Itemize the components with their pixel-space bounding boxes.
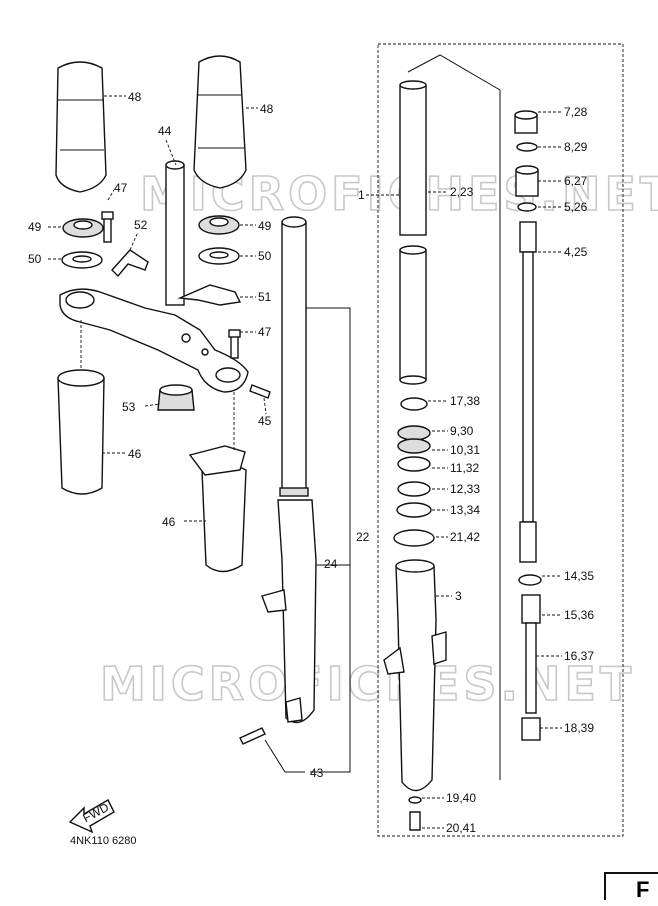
- leader-43: [264, 739, 305, 773]
- spring-4: [519, 221, 537, 563]
- label-22: 22: [356, 530, 370, 544]
- slide-tube: [399, 80, 427, 385]
- damper-rod-15: [521, 594, 541, 714]
- bolt-47-lower: [228, 329, 241, 359]
- bracket-22: [306, 307, 351, 773]
- label-8-29: 8,29: [564, 140, 588, 154]
- washer-5: [517, 202, 537, 212]
- label-24: 24: [324, 557, 338, 571]
- inner-tube: [279, 216, 309, 497]
- label-47-top: 47: [114, 181, 128, 195]
- under-bracket: [59, 288, 249, 393]
- label-7-28: 7,28: [564, 105, 588, 119]
- bolt-47-top: [101, 211, 114, 243]
- oil-lock-piece-18: [521, 717, 541, 741]
- outer-tube-3: [383, 559, 447, 792]
- fork-cover-48-left: [55, 61, 107, 193]
- bushing-49-right: [198, 215, 240, 235]
- label-45: 45: [258, 414, 272, 428]
- ring-12: [397, 481, 431, 497]
- label-44: 44: [158, 124, 172, 138]
- cap-7: [514, 110, 538, 134]
- bushing-49-left: [62, 218, 104, 238]
- clamp-52: [111, 249, 149, 278]
- label-49-left: 49: [28, 220, 42, 234]
- label-15-36: 15,36: [564, 608, 594, 622]
- internals-enclosure: [377, 43, 624, 837]
- washer-19: [408, 796, 422, 804]
- ring-13: [396, 502, 432, 518]
- label-16-37: 16,37: [564, 649, 594, 663]
- label-21-42: 21,42: [450, 530, 480, 544]
- seal-10: [397, 438, 431, 454]
- label-46-left: 46: [128, 447, 142, 461]
- fork-cover-48-right: [193, 55, 247, 189]
- fork-cover-46-right: [188, 445, 247, 573]
- label-43: 43: [310, 766, 324, 780]
- label-2-23: 2,23: [450, 185, 474, 199]
- label-48-left: 48: [128, 90, 142, 104]
- washer-11: [397, 456, 431, 472]
- label-10-31: 10,31: [450, 443, 480, 457]
- ring-17: [400, 397, 428, 411]
- watermark-bottom: MICROFICHES.NET: [100, 657, 635, 711]
- oring-21: [393, 529, 435, 547]
- washer-50-left: [61, 251, 103, 269]
- label-9-30: 9,30: [450, 424, 474, 438]
- label-50-left: 50: [28, 252, 42, 266]
- label-47-lower: 47: [258, 325, 272, 339]
- label-53: 53: [122, 400, 136, 414]
- label-48-right: 48: [260, 102, 274, 116]
- bolt-43: [239, 727, 266, 745]
- label-1: 1: [358, 188, 365, 202]
- label-49-right: 49: [258, 219, 272, 233]
- label-5-26: 5,26: [564, 200, 588, 214]
- label-4-25: 4,25: [564, 245, 588, 259]
- steering-stem-44: [165, 160, 185, 306]
- stem-nut-53: [157, 384, 195, 411]
- fwd-arrow-icon: FWD: [68, 799, 115, 834]
- label-6-27: 6,27: [564, 174, 588, 188]
- label-51: 51: [258, 290, 272, 304]
- label-52: 52: [134, 218, 148, 232]
- label-18-39: 18,39: [564, 721, 594, 735]
- ring-14: [518, 574, 542, 586]
- diagram-ref-code: 4NK110 6280: [70, 835, 137, 847]
- fork-cover-46-left: [57, 369, 105, 495]
- label-17-38: 17,38: [450, 394, 480, 408]
- leader-lines: [48, 95, 562, 829]
- spacer-6: [515, 165, 539, 197]
- label-13-34: 13,34: [450, 503, 480, 517]
- label-50-right: 50: [258, 249, 272, 263]
- label-46-right: 46: [162, 515, 176, 529]
- cable-guide-51: [177, 284, 242, 306]
- oring-8: [516, 142, 538, 152]
- outer-tube-24: [261, 499, 317, 724]
- seal-9: [397, 425, 431, 441]
- label-12-33: 12,33: [450, 482, 480, 496]
- label-3: 3: [455, 589, 462, 603]
- section-letter: F: [604, 872, 658, 902]
- label-19-40: 19,40: [446, 791, 476, 805]
- bolt-45: [249, 384, 271, 399]
- bolt-20: [409, 811, 421, 831]
- label-11-32: 11,32: [450, 461, 479, 475]
- label-14-35: 14,35: [564, 569, 594, 583]
- label-20-41: 20,41: [446, 821, 476, 835]
- tube-bracket-2: [407, 54, 501, 780]
- washer-50-right: [198, 247, 240, 265]
